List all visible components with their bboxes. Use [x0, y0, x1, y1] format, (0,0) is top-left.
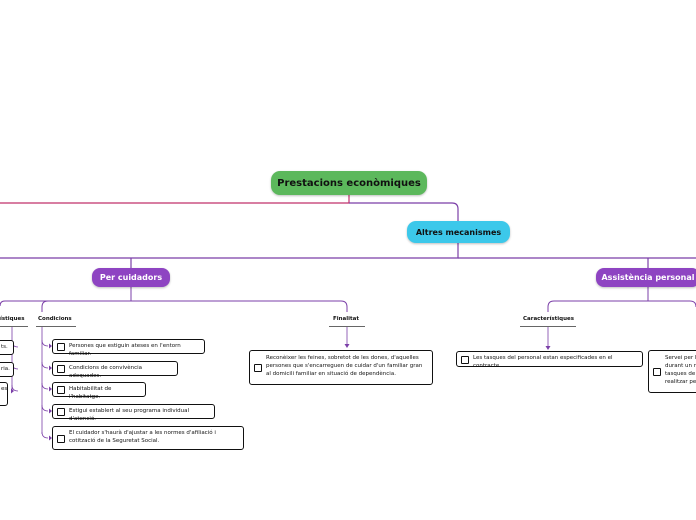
caracteristiques-left-item-text: ria. — [1, 366, 10, 372]
altres-mecanismes-node[interactable]: Altres mecanismes — [407, 221, 510, 243]
condicions-item-text: Persones que estiguin ateses en l'entorn… — [69, 343, 181, 357]
altres-mecanismes-label: Altres mecanismes — [415, 227, 502, 237]
caracteristiques-right-item[interactable]: Les tasques del personal estan especific… — [456, 351, 643, 369]
checkbox-icon[interactable] — [254, 364, 262, 372]
condicions-item[interactable]: El cuidador s'haurà d'ajustar a les norm… — [52, 426, 244, 450]
per-cuidadors-node[interactable]: Per cuidadors — [92, 268, 170, 287]
connector-root-left — [0, 195, 350, 204]
condicions-item-text: Condicions de convivència adequades. — [69, 365, 143, 379]
checkbox-icon[interactable] — [57, 365, 65, 373]
per-cuidadors-label: Per cuidadors — [99, 273, 163, 282]
connector-assistencia-children — [547, 287, 649, 312]
assistencia-personal-node[interactable]: Assistència personal — [596, 268, 696, 287]
caracteristiques-left-item[interactable]: ts. — [0, 340, 14, 355]
caracteristiques-left-item[interactable]: es — [0, 382, 8, 406]
finalitat-item[interactable]: Reconèixer les feines, sobretot de les d… — [249, 350, 433, 385]
assistencia-personal-label: Assistència personal — [601, 273, 695, 282]
root-node-label: Prestacions econòmiques — [277, 177, 421, 189]
checkbox-icon[interactable] — [57, 408, 65, 416]
connector-to-condicions — [41, 300, 131, 312]
caracteristiques-right-item-text: Les tasques del personal estan especific… — [473, 355, 613, 369]
condicions-item-text: Estigui establert al seu programa indivi… — [69, 408, 190, 422]
checkbox-icon[interactable] — [57, 386, 65, 394]
checkbox-icon[interactable] — [653, 368, 661, 376]
condicions-item-text: Habitabilitat de l'habitatge. — [69, 386, 112, 400]
checkbox-icon[interactable] — [57, 343, 65, 351]
connector-cuidadors-children — [0, 287, 132, 307]
caracteristiques-right-header[interactable]: Característiques — [523, 316, 575, 322]
checkbox-icon[interactable] — [461, 355, 469, 364]
assistencia-servei-item[interactable]: Servei per la durant un no tasques de la… — [648, 350, 696, 393]
condicions-header[interactable]: Condicions — [38, 316, 72, 322]
assistencia-servei-item-text: Servei per la durant un no tasques de la… — [665, 355, 696, 385]
caracteristiques-left-item-text: es — [1, 386, 8, 392]
checkbox-icon[interactable] — [57, 434, 65, 443]
root-node[interactable]: Prestacions econòmiques — [271, 171, 427, 195]
condicions-item[interactable]: Persones que estiguin ateses en l'entorn… — [52, 339, 205, 357]
connector-to-finalitat — [131, 300, 348, 312]
caracteristiques-left-item[interactable]: ria. — [0, 362, 14, 377]
finalitat-header[interactable]: Finalitat — [333, 316, 360, 322]
condicions-item[interactable]: Habitabilitat de l'habitatge. — [52, 382, 146, 400]
connector-mid-branches — [0, 243, 459, 259]
condicions-item[interactable]: Condicions de convivència adequades. — [52, 361, 178, 379]
condicions-item-text: El cuidador s'haurà d'ajustar a les norm… — [69, 430, 216, 444]
condicions-item[interactable]: Estigui establert al seu programa indivi… — [52, 404, 215, 422]
caracteristiques-left-item-text: ts. — [1, 344, 8, 350]
caracteristiques-left-header[interactable]: ístiques — [0, 316, 25, 322]
finalitat-item-text: Reconèixer les feines, sobretot de les d… — [266, 355, 423, 377]
connector-root-mid — [349, 202, 459, 221]
